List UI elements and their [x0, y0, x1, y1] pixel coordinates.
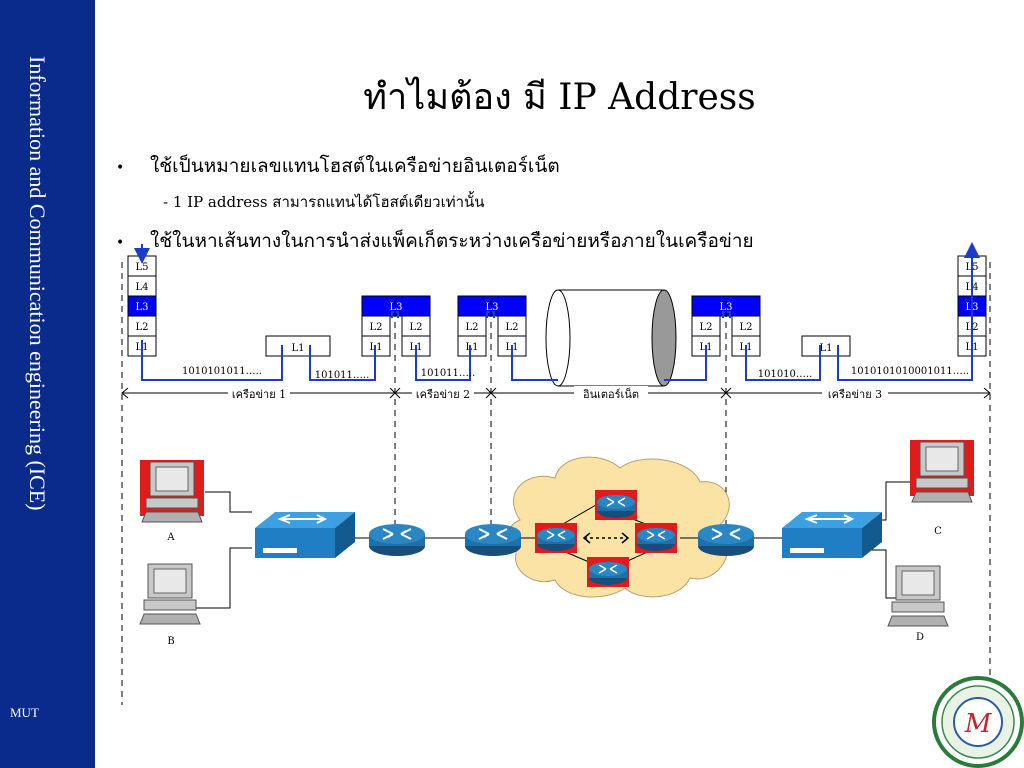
router-icon — [697, 523, 755, 557]
host-d-computer — [887, 565, 949, 627]
router-stack-2: L3 L2 L1 L2 L1 — [457, 295, 527, 357]
host-label-c: C — [934, 526, 942, 537]
bullet-dot: • — [116, 235, 125, 251]
layer-label: L3 — [485, 302, 498, 313]
layer-label: L2 — [369, 322, 382, 333]
router-icon — [368, 523, 426, 557]
bit-label: 1010101010001011….. — [851, 366, 969, 377]
host-label-d: D — [916, 632, 924, 643]
switch-icon — [254, 511, 356, 559]
bullet-2: ใช้ในหาเส้นทางในการนำส่งแพ็คเก็ตระหว่างเ… — [150, 230, 754, 252]
layer-label: L2 — [135, 322, 148, 333]
sub-bullet: - 1 IP address สามารถแทนได้โฮสต์เดียวเท่… — [163, 193, 485, 211]
host-a-computer — [140, 460, 204, 523]
segment-label: เครือข่าย 2 — [416, 388, 470, 401]
packet-path — [134, 242, 980, 381]
bullet-dot: • — [116, 160, 125, 176]
switch-stack-3: L1 — [801, 335, 851, 357]
svg-text:M: M — [964, 709, 993, 739]
bit-label: 101011….. — [421, 368, 476, 379]
university-seal-logo: M — [932, 676, 1024, 768]
router-icon — [634, 522, 678, 554]
layer-label: L4 — [135, 282, 148, 293]
bidirectional-arrow-icon — [582, 532, 630, 544]
layer-label: L2 — [699, 322, 712, 333]
bit-label: 1010101011….. — [182, 366, 262, 377]
footer-label: MUT — [10, 705, 39, 720]
router-icon — [534, 522, 578, 554]
bit-label: 101010….. — [758, 369, 813, 380]
internet-cylinder — [545, 289, 677, 387]
layer-label: L1 — [291, 343, 304, 354]
segment-label: เครือข่าย 3 — [828, 388, 882, 401]
layer-label: L3 — [135, 302, 148, 313]
router-icon — [586, 556, 630, 588]
divider-lines — [121, 262, 991, 705]
layer-label: L5 — [135, 262, 148, 273]
sidebar: Information and Communication engineerin… — [0, 0, 95, 768]
layer-label: L1 — [465, 342, 478, 353]
bullet-1: ใช้เป็นหมายเลขแทนโฮสต์ในเครือข่ายอินเตอร… — [150, 155, 560, 177]
layer-label: L2 — [409, 322, 422, 333]
router-stack-1: L3 L2 L1 L2 L1 — [361, 295, 431, 357]
segment-label: อินเตอร์เน็ต — [583, 387, 639, 401]
router-icon — [594, 489, 638, 521]
router-icon — [464, 523, 522, 557]
router-stack-3: L3 L2 L1 L2 L1 — [691, 295, 761, 357]
layer-label: L1 — [819, 343, 832, 354]
slide-title: ทำไมต้อง มี IP Address — [363, 77, 756, 118]
host-stack-left: L5 L4 L3 L2 L1 — [127, 255, 157, 357]
layer-label: L3 — [389, 302, 402, 313]
host-label-a: A — [166, 532, 175, 543]
layer-label: L2 — [505, 322, 518, 333]
layer-label: L2 — [465, 322, 478, 333]
layer-label: L2 — [739, 322, 752, 333]
sidebar-title: Information and Communication engineerin… — [25, 56, 50, 511]
host-b-computer — [139, 563, 201, 625]
host-label-b: B — [167, 636, 174, 647]
layer-label: L3 — [719, 302, 732, 313]
switch-icon — [781, 511, 883, 559]
host-c-computer — [910, 440, 974, 503]
bit-label: 101011….. — [315, 370, 370, 381]
segment-label: เครือข่าย 1 — [232, 388, 286, 401]
switch-stack-1: L1 — [265, 335, 331, 357]
